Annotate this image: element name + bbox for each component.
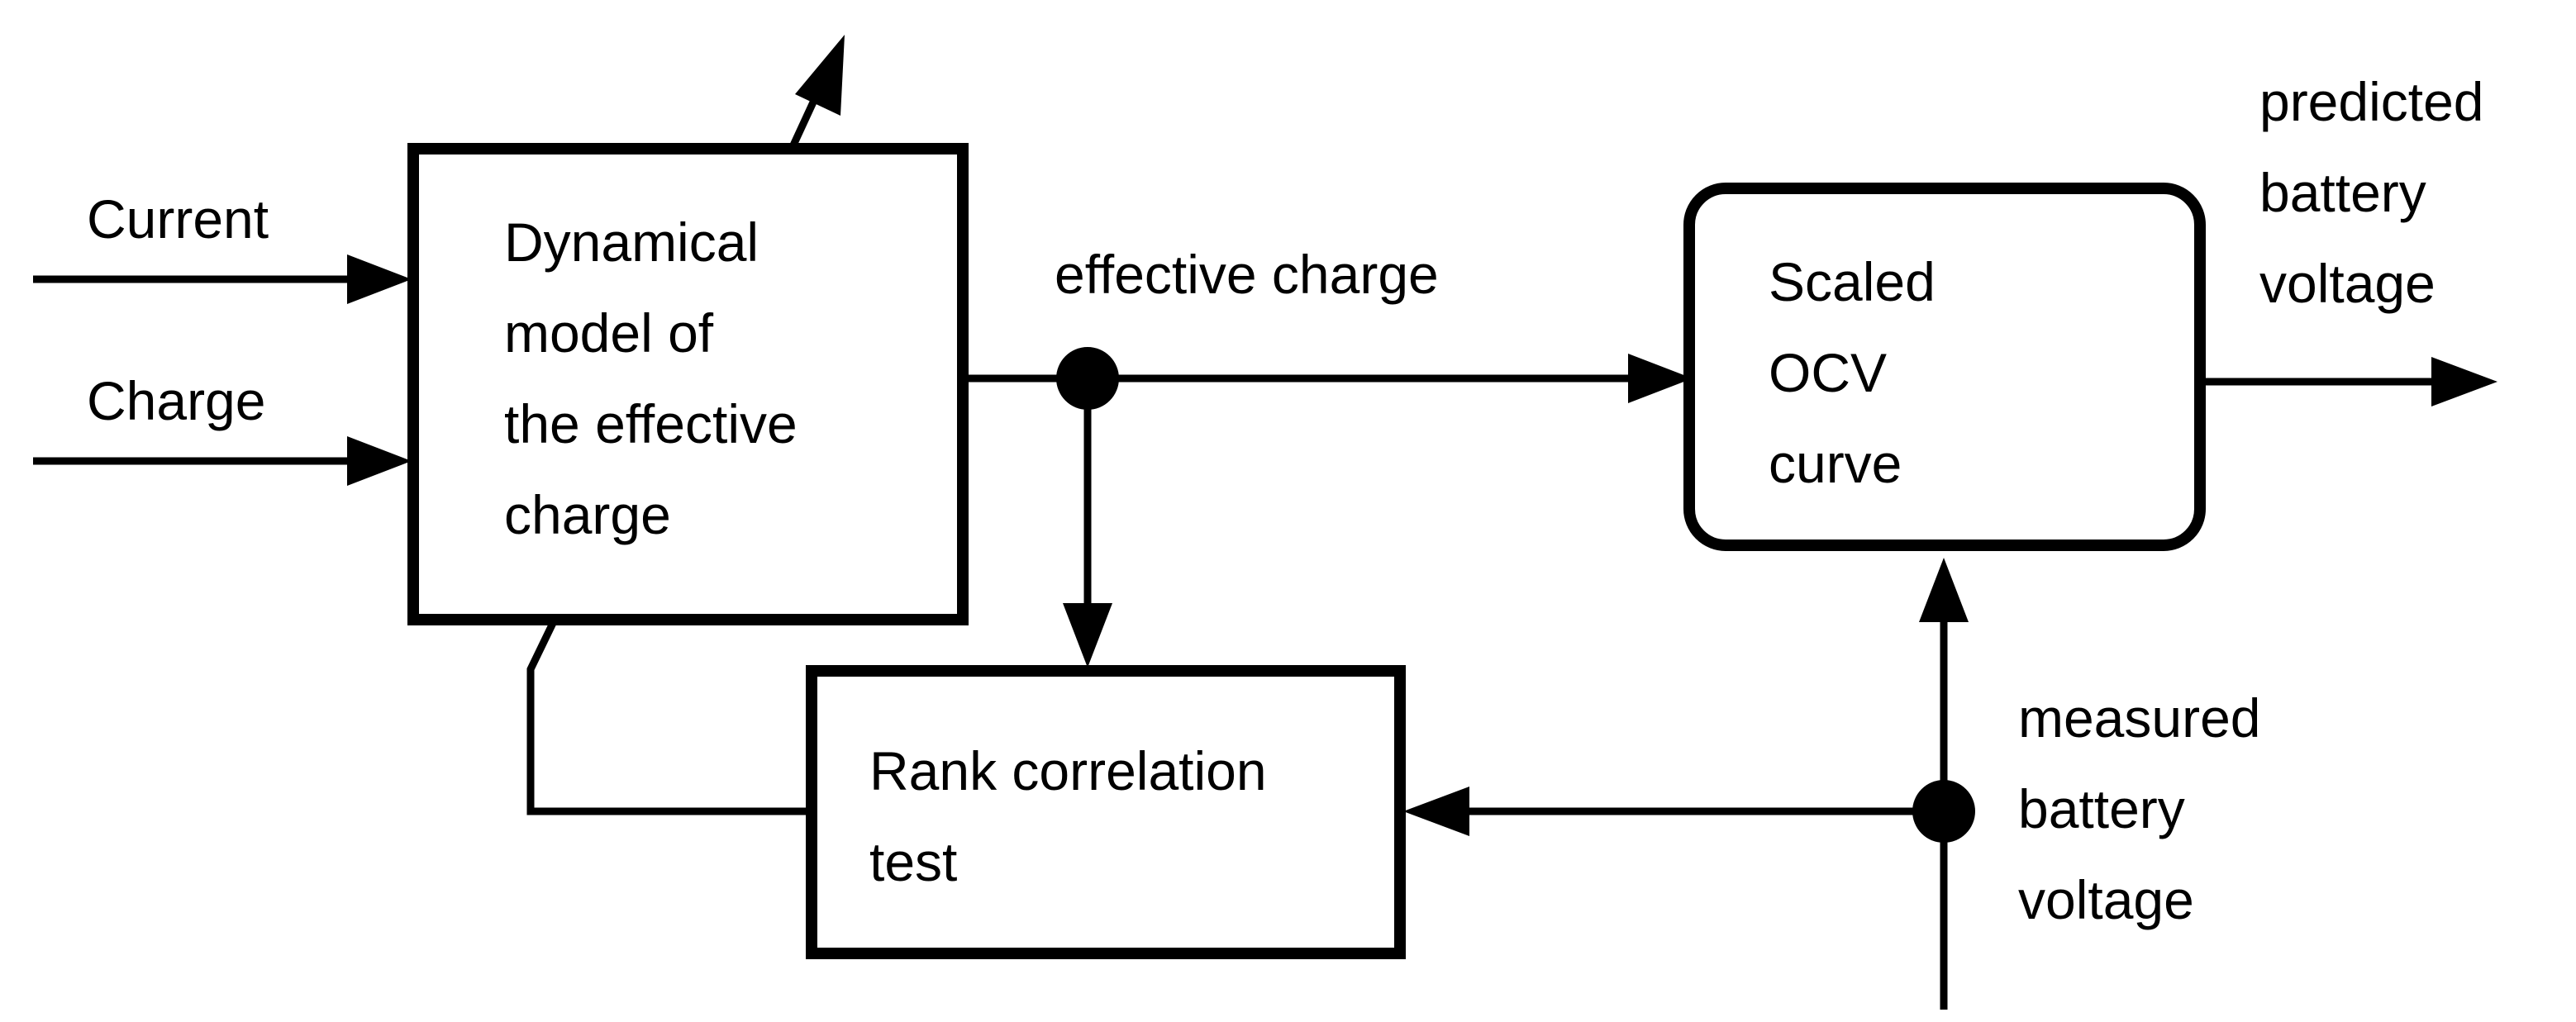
dynamical-model-line2: model of <box>504 302 714 364</box>
dynamical-model-line4: charge <box>504 484 671 545</box>
dynamical-model-block <box>407 143 969 625</box>
current-label: Current <box>87 188 269 250</box>
measured-to-rank-arrow <box>1403 787 1944 836</box>
ocv-block-line3: curve <box>1769 433 1902 494</box>
feedback-wire <box>526 616 810 815</box>
predicted-voltage-line2: battery <box>2259 162 2426 223</box>
measured-voltage-line2: battery <box>2018 778 2185 839</box>
predicted-voltage-line3: voltage <box>2259 253 2436 314</box>
dynamical-model-line1: Dynamical <box>504 212 759 273</box>
measured-voltage-line1: measured <box>2018 687 2261 749</box>
ocv-block-line1: Scaled <box>1769 251 1936 312</box>
ocv-curve-block <box>1683 183 2206 551</box>
charge-input-arrow <box>33 436 412 486</box>
ocv-block-line2: OCV <box>1769 342 1887 403</box>
predicted-voltage-line1: predicted <box>2259 71 2484 132</box>
current-input-arrow <box>33 254 412 304</box>
dynamical-model-line3: the effective <box>504 393 798 454</box>
model-output-arrow <box>788 35 845 150</box>
effective-charge-label: effective charge <box>1055 244 1439 305</box>
rank-block-line1: Rank correlation <box>869 740 1267 801</box>
measured-voltage-line3: voltage <box>2018 869 2194 930</box>
predicted-voltage-arrow <box>2202 357 2497 406</box>
rank-block-line2: test <box>869 831 957 892</box>
charge-label: Charge <box>87 370 265 431</box>
rank-correlation-block <box>806 665 1406 959</box>
effective-charge-branch-arrow <box>1063 378 1112 668</box>
